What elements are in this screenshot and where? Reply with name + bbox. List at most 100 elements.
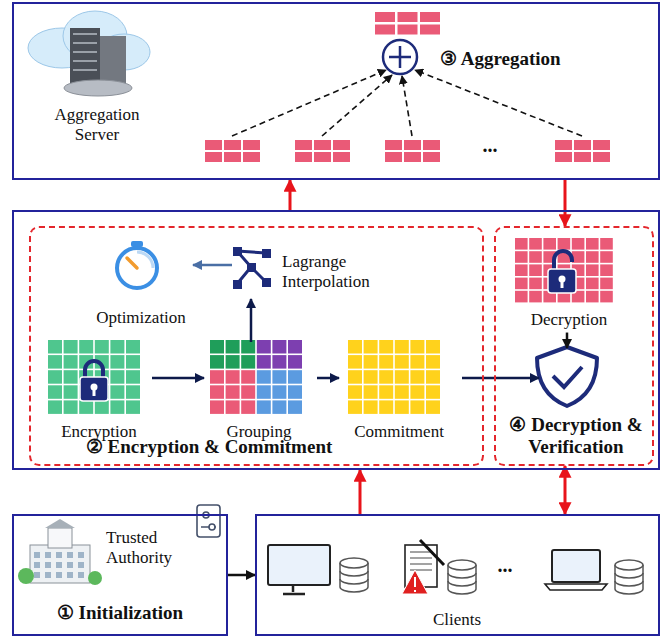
grid-cell	[110, 385, 124, 399]
window	[56, 562, 62, 568]
monitor	[268, 545, 330, 585]
lock-body	[548, 269, 576, 293]
grid-cell	[600, 291, 613, 303]
grid-cell	[586, 238, 599, 250]
document-line	[410, 551, 432, 552]
grid-cell	[375, 12, 395, 22]
tree	[88, 571, 102, 585]
grid-cell	[110, 400, 124, 414]
grid-cell	[395, 340, 409, 354]
grid-cell	[515, 278, 528, 290]
grid-cell	[257, 400, 271, 414]
grid-cell	[348, 355, 362, 369]
flow-arrow	[228, 574, 255, 577]
database-icon	[448, 560, 476, 594]
grid-cell	[379, 340, 393, 354]
node-label: Optimization	[92, 308, 190, 328]
upload-arrow	[402, 76, 412, 136]
decrypted-grid	[515, 238, 613, 302]
grid-cell	[64, 370, 78, 384]
grid-cell	[224, 140, 241, 150]
grid-cell	[574, 152, 591, 162]
grid-cell	[593, 152, 610, 162]
document-line	[410, 557, 432, 558]
db-top	[340, 558, 368, 568]
db-ring	[615, 573, 643, 586]
grid-cell	[48, 370, 62, 384]
building-tower	[48, 528, 72, 548]
step-title: ① Initialization	[20, 602, 220, 624]
process-block: Optimization	[92, 244, 193, 331]
grid-cell	[226, 385, 240, 399]
grid-cell	[241, 340, 255, 354]
grid-cell	[64, 340, 78, 354]
process-block: Encryption	[49, 342, 152, 445]
local-model	[205, 140, 260, 162]
grid-cell	[555, 152, 572, 162]
grid-cell	[95, 400, 109, 414]
decryption-region: Decryption④ Decryption & Verification	[494, 226, 654, 466]
grid-cell	[210, 385, 224, 399]
upload-arrow	[232, 70, 386, 136]
grid-cell	[600, 251, 613, 263]
config-knob	[209, 524, 215, 530]
node-label: Trusted Authority	[106, 528, 186, 567]
window	[67, 562, 73, 568]
grid-cell	[126, 340, 140, 354]
grid-cell	[426, 385, 440, 399]
grid-cell	[364, 340, 378, 354]
grid-cell	[205, 152, 222, 162]
grid-cell	[364, 385, 378, 399]
laptop-base	[545, 584, 607, 590]
grid-cell	[226, 400, 240, 414]
lock-body	[80, 377, 108, 401]
database-icon	[340, 558, 368, 592]
grid-cell	[410, 400, 424, 414]
grid-cell	[110, 340, 124, 354]
process-block: Commitment	[339, 342, 462, 445]
grid-cell	[348, 340, 362, 354]
grid-cell	[64, 385, 78, 399]
grid-cell	[586, 278, 599, 290]
flow-arrow	[152, 377, 204, 380]
grid-cell	[558, 238, 571, 250]
ellipsis-label: ...	[485, 554, 525, 577]
grid-cell	[48, 400, 62, 414]
grid-cell	[241, 370, 255, 384]
grid-cell	[241, 400, 255, 414]
step-title: ④ Decryption & Verification	[501, 414, 651, 458]
graph-node	[262, 278, 271, 287]
node-label: Lagrange Interpolation	[282, 252, 392, 291]
grid-cell	[241, 355, 255, 369]
config-icon	[197, 505, 220, 537]
window	[34, 572, 40, 578]
document-line	[410, 563, 432, 564]
grid-cell	[375, 25, 395, 35]
grid-cell	[272, 340, 286, 354]
grid-cell	[515, 264, 528, 276]
graph-node	[247, 263, 256, 272]
warning-sign	[402, 570, 428, 594]
db-ring	[448, 573, 476, 586]
grid-cell	[210, 355, 224, 369]
window	[78, 562, 84, 568]
grid-cell	[272, 385, 286, 399]
grid-cell	[379, 385, 393, 399]
grid-cell	[529, 291, 542, 303]
grid-cell	[423, 152, 440, 162]
grid-cell	[395, 355, 409, 369]
grid-cell	[295, 152, 312, 162]
flow-arrow	[359, 470, 362, 514]
grid-cell	[241, 385, 255, 399]
window	[78, 572, 84, 578]
grid-cell	[426, 340, 440, 354]
monitor-stand	[283, 585, 305, 594]
grid-cell	[126, 400, 140, 414]
flow-arrow	[193, 264, 232, 267]
grid-cell	[420, 12, 440, 22]
grid-cell	[385, 152, 402, 162]
grid-cell	[210, 370, 224, 384]
graph-node	[233, 247, 242, 256]
flow-arrow	[564, 180, 567, 226]
grid-cell	[110, 355, 124, 369]
